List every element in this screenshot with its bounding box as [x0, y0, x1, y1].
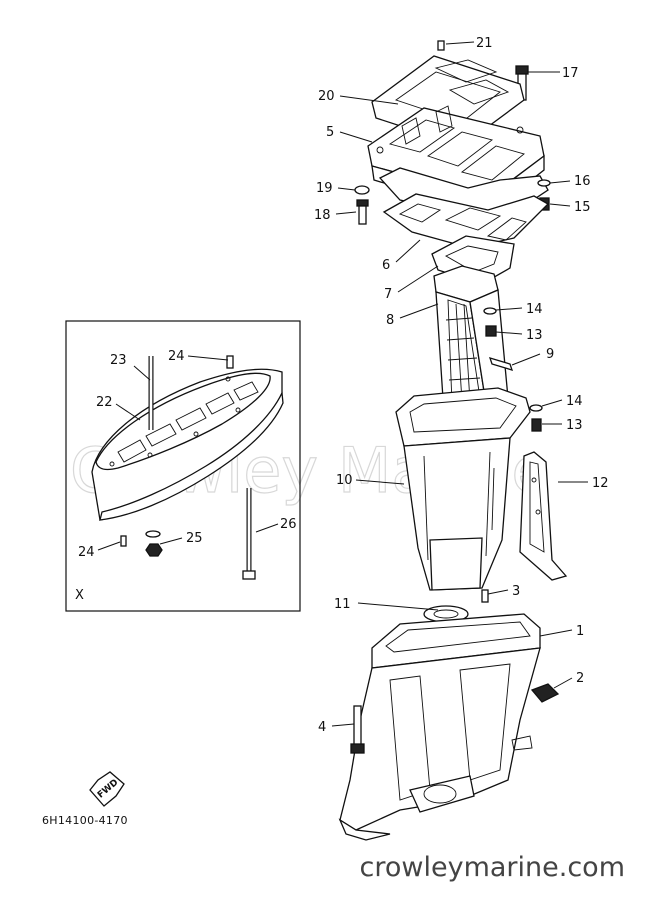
- part-6-gasket: [382, 193, 550, 249]
- callout-20: 20: [318, 89, 335, 104]
- callout-2: 2: [576, 671, 584, 686]
- callout-7: 7: [384, 287, 392, 302]
- leader-lines: [97, 41, 588, 727]
- callout-11: 11: [334, 597, 351, 612]
- callout-13-lower: 13: [566, 418, 583, 433]
- callout-14-lower: 14: [566, 394, 583, 409]
- callout-15: 15: [574, 200, 591, 215]
- part-13-bolt-upper: [485, 325, 497, 337]
- site-credit: crowleymarine.com: [359, 852, 625, 883]
- part-21-dowel: [437, 40, 445, 51]
- callout-26: 26: [280, 517, 297, 532]
- part-2-grommet: [530, 683, 560, 703]
- part-3-dowel: [481, 589, 489, 603]
- callout-8: 8: [386, 313, 394, 328]
- part-13-bolt-lower: [531, 418, 542, 432]
- callout-4: 4: [318, 720, 326, 735]
- callout-9: 9: [546, 347, 554, 362]
- part-16-washer: [537, 179, 551, 187]
- callout-24-top: 24: [168, 349, 185, 364]
- part-18-bolt: [356, 199, 369, 225]
- callout-12: 12: [592, 476, 609, 491]
- part-14-washer-upper: [483, 307, 497, 315]
- callout-3: 3: [512, 584, 520, 599]
- callout-13-upper: 13: [526, 328, 543, 343]
- drawing-code: 6H14100-4170: [42, 814, 128, 827]
- part-1-upper-casing: [338, 613, 541, 841]
- inset-long-bolt: [242, 488, 256, 580]
- fwd-arrow-icon: FWD: [89, 771, 125, 807]
- part-8-exhaust-manifold: [433, 265, 509, 415]
- callout-19: 19: [316, 181, 333, 196]
- callout-numbers: 21 17 20 5 16 15 19 18 6 7 8 14 13 9 14 …: [78, 36, 609, 735]
- callout-16: 16: [574, 174, 591, 189]
- part-9-clip: [488, 357, 514, 371]
- part-4-bolt: [350, 705, 365, 754]
- callout-23: 23: [110, 353, 127, 368]
- callout-24-bottom: 24: [78, 545, 95, 560]
- callout-22: 22: [96, 395, 113, 410]
- callout-25: 25: [186, 531, 203, 546]
- inset-nut-washer: [120, 530, 163, 557]
- callout-1: 1: [576, 624, 584, 639]
- part-10-exhaust-pipe: [395, 387, 531, 591]
- part-12-seal: [519, 451, 568, 581]
- callout-18: 18: [314, 208, 331, 223]
- inset-frame: [65, 320, 301, 612]
- callout-17: 17: [562, 66, 579, 81]
- callout-5: 5: [326, 125, 334, 140]
- callout-21: 21: [476, 36, 493, 51]
- part-5-exhaust-guide: [367, 105, 549, 223]
- callout-6: 6: [382, 258, 390, 273]
- callout-10: 10: [336, 473, 353, 488]
- callout-14-upper: 14: [526, 302, 543, 317]
- inset-marker: X: [75, 588, 84, 603]
- part-14-washer-lower: [529, 404, 543, 412]
- inset-extension-part: [91, 355, 284, 521]
- part-19-washer: [354, 185, 370, 195]
